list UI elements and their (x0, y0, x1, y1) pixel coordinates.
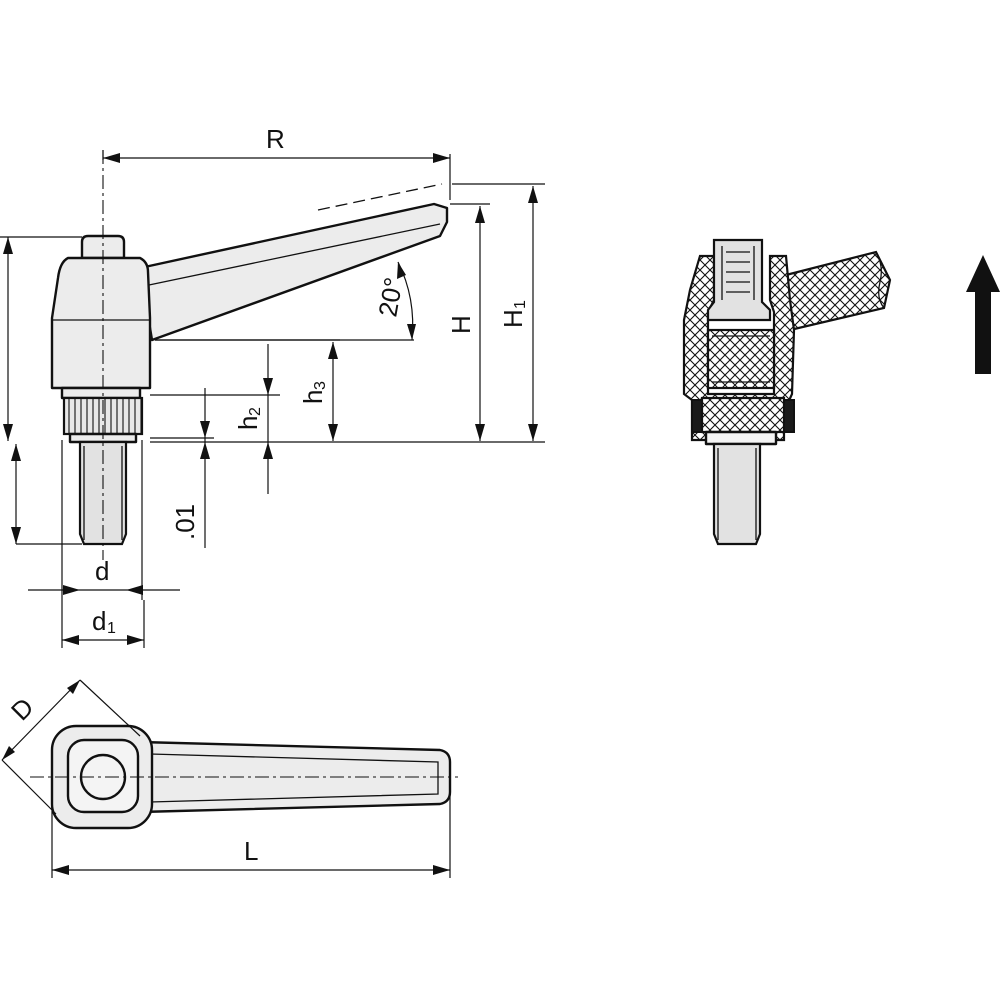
label-d1: d (92, 606, 106, 636)
label-l: .01 (170, 504, 200, 540)
label-H1: H (498, 309, 528, 328)
section-insert-thread (721, 246, 755, 300)
arrow-up-shaft (975, 290, 991, 374)
section-side-block-left (691, 399, 703, 433)
dim-D (1, 679, 81, 761)
section-stud (712, 442, 762, 546)
label-h2-subscript: 2 (247, 407, 264, 416)
label-R: R (266, 124, 285, 154)
ext-D-bottom (1, 759, 57, 815)
label-d: d (95, 556, 109, 586)
arrow-up-head (966, 255, 1000, 292)
section-bushing (700, 396, 786, 434)
arrow-up-icon (966, 255, 1000, 374)
label-h3: h (298, 390, 328, 404)
bushing-neck (60, 386, 142, 400)
top-view: D L (1, 679, 458, 878)
section-arm-break (875, 251, 885, 309)
label-angle: 20° (372, 275, 408, 319)
section-arm-stub (780, 250, 892, 332)
ext-L (51, 790, 451, 878)
label-h3-subscript: 3 (312, 381, 329, 390)
ext-D-top (79, 679, 141, 737)
top-view-arm-inner (149, 753, 439, 803)
top-cap (80, 234, 126, 260)
label-D: D (5, 692, 39, 726)
lever-tilt-dashed-line (317, 183, 443, 211)
label-H: H (446, 315, 476, 334)
hub-body (50, 256, 152, 390)
label-h2: h (233, 416, 263, 430)
label-H1-subscript: 1 (512, 300, 529, 309)
section-inner-core (706, 328, 776, 390)
section-side-block-right (783, 399, 795, 433)
section-collar (704, 430, 778, 446)
lever-edge-line (148, 223, 441, 286)
section-core-marks (712, 335, 770, 383)
label-d1-subscript: 1 (107, 620, 116, 637)
label-L: L (244, 836, 258, 866)
side-view: R H H 1 h 3 h 2 .01 (0, 124, 545, 648)
ext-lines (0, 150, 545, 648)
section-view (682, 238, 892, 546)
